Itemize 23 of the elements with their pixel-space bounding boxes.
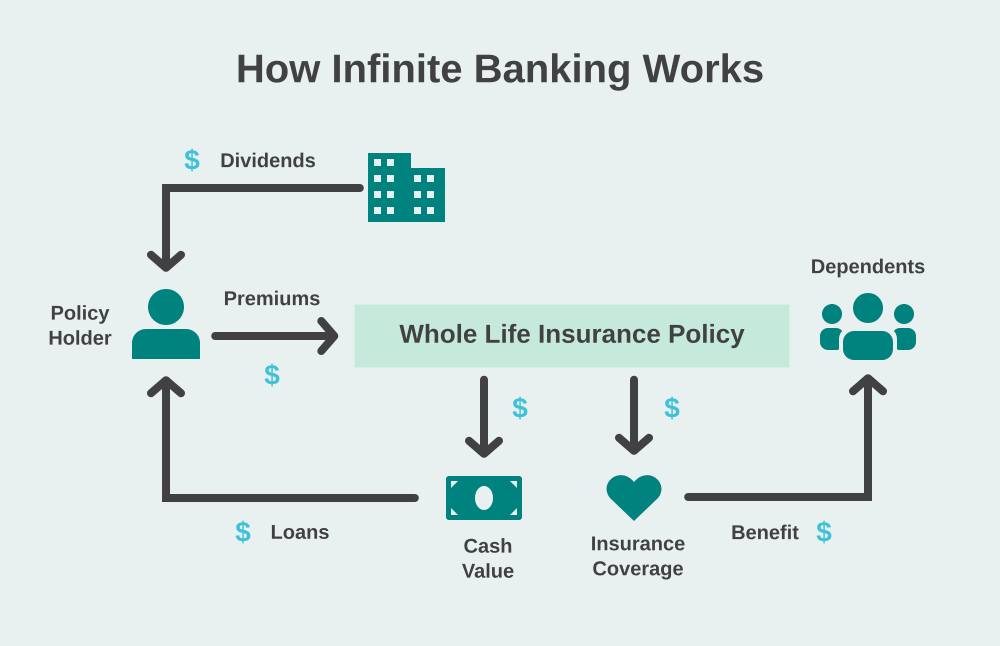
dollar-sign: $	[184, 148, 200, 172]
dollar-sign: $	[512, 396, 528, 420]
node-label: Dependents	[812, 258, 924, 278]
title: How Infinite Banking Works	[238, 53, 763, 91]
arrow	[211, 317, 338, 355]
policy-box: Whole Life Insurance Policy	[354, 304, 790, 368]
dollar-sign: $	[816, 520, 832, 544]
node-label: Insurance Coverage	[592, 536, 685, 580]
dollar-sign: $	[664, 396, 680, 420]
node-label: Policy Holder	[50, 305, 112, 345]
node-label: Cash Value	[462, 538, 514, 578]
arrow	[147, 376, 419, 502]
edge-label: Premiums	[224, 290, 320, 306]
arrow	[147, 184, 364, 272]
edge-label: Loans	[272, 525, 329, 539]
building-icon	[368, 153, 445, 222]
dollar-sign: $	[236, 520, 250, 544]
edge-label: Dividends	[222, 152, 315, 168]
arrow	[465, 376, 503, 458]
dollar-sign: $	[264, 364, 280, 386]
arrow	[615, 376, 653, 455]
edge-label: Benefit	[732, 524, 799, 540]
arrow	[684, 374, 887, 501]
